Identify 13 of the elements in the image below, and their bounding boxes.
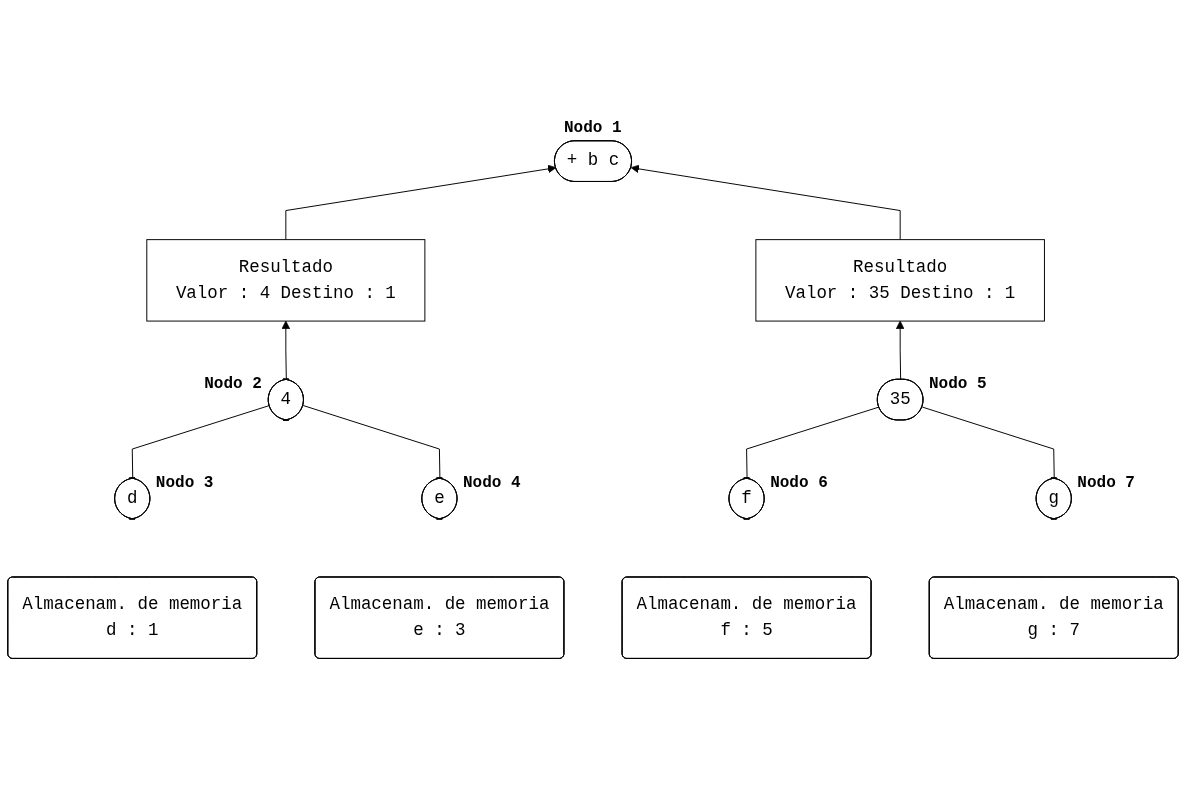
node-caption: Nodo 6 xyxy=(770,474,828,492)
connector xyxy=(302,404,441,479)
node-caption: Nodo 2 xyxy=(204,375,262,394)
connector xyxy=(921,406,1055,479)
connector xyxy=(746,406,880,479)
node-caption: Nodo 4 xyxy=(463,474,521,492)
node-caption: Nodo 7 xyxy=(1077,474,1135,492)
node-box: Resultado Valor : 4 Destino : 1 xyxy=(146,239,426,322)
node-caption: Nodo 1 xyxy=(564,118,622,137)
node-box: Resultado Valor : 35 Destino : 1 xyxy=(755,239,1045,322)
node-caption: Nodo 3 xyxy=(155,474,214,492)
connector xyxy=(131,404,270,479)
node-caption: Nodo 5 xyxy=(928,375,987,394)
